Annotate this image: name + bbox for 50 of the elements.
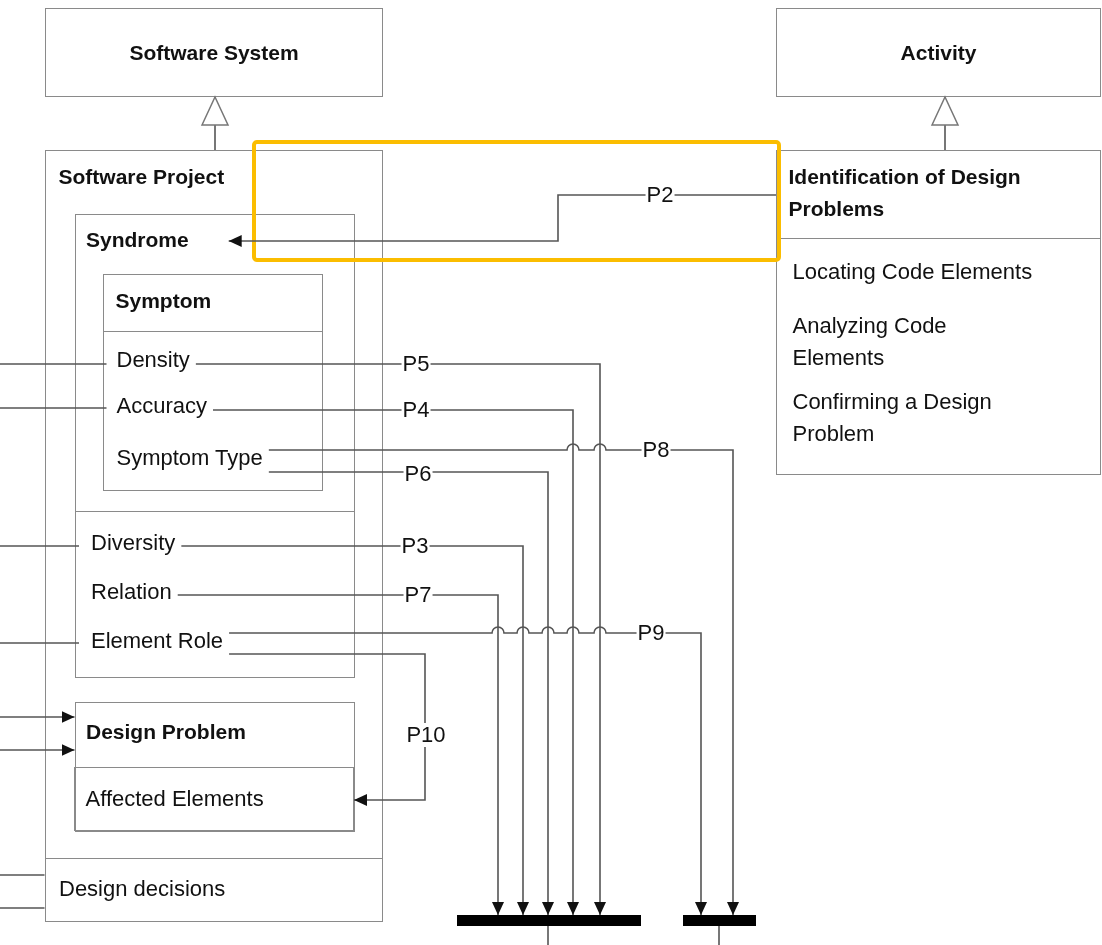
connector bbox=[0, 907, 46, 909]
edge-label: P10 bbox=[405, 723, 447, 747]
activity-step: Locating Code Elements bbox=[792, 255, 1099, 288]
connector bbox=[0, 545, 80, 547]
attribute-label: Density bbox=[106, 343, 196, 380]
arrow bbox=[180, 545, 529, 916]
arrow bbox=[0, 744, 76, 756]
class-box bbox=[74, 213, 355, 678]
class-name: Software Project bbox=[58, 163, 225, 190]
connector bbox=[547, 925, 549, 945]
arrow bbox=[268, 471, 554, 916]
class-name: Symptom bbox=[115, 287, 212, 314]
connector bbox=[718, 925, 720, 945]
attribute-label: Diversity bbox=[79, 527, 182, 563]
attribute-label: Design decisions bbox=[59, 875, 226, 903]
class-name: Design Problem bbox=[86, 719, 246, 745]
class-name: Syndrome bbox=[86, 227, 189, 253]
arrow bbox=[228, 653, 426, 806]
generalization-arrow bbox=[201, 96, 229, 151]
class-box bbox=[776, 150, 1101, 475]
class-name: Software System bbox=[129, 39, 299, 66]
attribute-label: Accuracy bbox=[106, 388, 213, 425]
connector bbox=[0, 407, 108, 409]
class-name: Activity bbox=[900, 39, 977, 66]
attribute-label: Element Role bbox=[79, 623, 230, 661]
generalization-arrow bbox=[931, 96, 959, 151]
arrow bbox=[228, 626, 707, 916]
connector bbox=[0, 874, 46, 876]
activity-step: Analyzing Code Elements bbox=[792, 309, 993, 374]
attribute-label: Affected Elements bbox=[85, 784, 264, 813]
arrow bbox=[0, 711, 76, 723]
class-box bbox=[74, 701, 355, 832]
attribute-compartment bbox=[74, 767, 354, 831]
arrow bbox=[176, 594, 504, 916]
arrow bbox=[195, 363, 606, 916]
synchronization-bar bbox=[683, 915, 756, 926]
connector bbox=[0, 363, 108, 365]
arrow bbox=[212, 409, 579, 916]
synchronization-bar bbox=[457, 915, 641, 926]
attribute-label: Symptom Type bbox=[106, 438, 269, 479]
class-box bbox=[45, 8, 383, 97]
class-box bbox=[776, 8, 1101, 97]
connector bbox=[0, 642, 80, 644]
class-name: Identification of Design Problems bbox=[788, 163, 1022, 222]
activity-step: Confirming a Design Problem bbox=[792, 385, 1063, 450]
attribute-label: Relation bbox=[79, 575, 178, 611]
arrow bbox=[268, 443, 739, 916]
class-box bbox=[45, 150, 383, 922]
arrow bbox=[227, 194, 777, 247]
class-box bbox=[103, 274, 323, 491]
